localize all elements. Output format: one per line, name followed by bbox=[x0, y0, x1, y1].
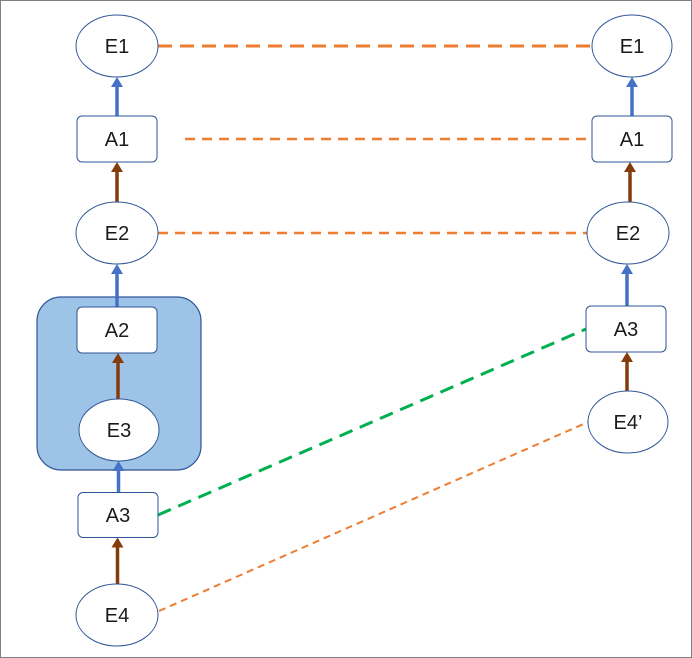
activity-node-l-a1[interactable]: A1 bbox=[76, 115, 158, 163]
node-label: A1 bbox=[105, 129, 129, 151]
node-label: E4’ bbox=[614, 412, 643, 434]
event-node-r-e4p[interactable]: E4’ bbox=[587, 390, 669, 454]
correspondence-link-l_a3-r_a3 bbox=[157, 327, 587, 517]
node-label: A2 bbox=[105, 320, 129, 342]
activity-node-l-a3[interactable]: A3 bbox=[77, 492, 159, 538]
flow-arrow-l_e2-to-l_a1 bbox=[111, 162, 123, 202]
flow-arrow-l_a2-to-l_e2 bbox=[111, 264, 123, 307]
flow-arrow-l_e3-to-l_a2 bbox=[112, 353, 124, 399]
flow-arrow-l_a1-to-l_e1 bbox=[111, 77, 123, 116]
flow-arrow-r_a1-to-r_e1 bbox=[626, 77, 638, 116]
activity-node-l-a2[interactable]: A2 bbox=[76, 306, 158, 354]
node-label: E1 bbox=[105, 36, 129, 58]
node-label: A1 bbox=[620, 129, 644, 151]
activity-node-r-a1[interactable]: A1 bbox=[591, 115, 673, 163]
flow-arrow-r_e2-to-r_a1 bbox=[624, 162, 636, 202]
event-node-l-e1[interactable]: E1 bbox=[75, 14, 159, 78]
flow-arrow-l_a3-to-l_e3 bbox=[112, 461, 125, 493]
activity-node-r-a3[interactable]: A3 bbox=[585, 305, 667, 353]
node-label: A3 bbox=[106, 505, 130, 527]
flow-arrow-r_a3-to-r_e2 bbox=[621, 264, 633, 306]
event-node-r-e2[interactable]: E2 bbox=[586, 201, 670, 265]
event-node-l-e4[interactable]: E4 bbox=[75, 583, 159, 647]
event-node-l-e2[interactable]: E2 bbox=[75, 201, 159, 265]
node-label: E2 bbox=[616, 223, 640, 245]
flow-arrow-l_e4-to-l_a3 bbox=[111, 537, 124, 584]
node-label: E2 bbox=[105, 223, 129, 245]
node-label: E4 bbox=[105, 605, 129, 627]
event-node-l-e3[interactable]: E3 bbox=[78, 398, 160, 462]
node-label: E3 bbox=[107, 420, 131, 442]
node-label: E1 bbox=[620, 36, 644, 58]
node-label: A3 bbox=[614, 319, 638, 341]
correspondence-link-l_e4-r_e4p bbox=[158, 421, 589, 612]
flow-arrow-r_e4p-to-r_a3 bbox=[621, 352, 633, 391]
event-node-r-e1[interactable]: E1 bbox=[591, 14, 673, 78]
